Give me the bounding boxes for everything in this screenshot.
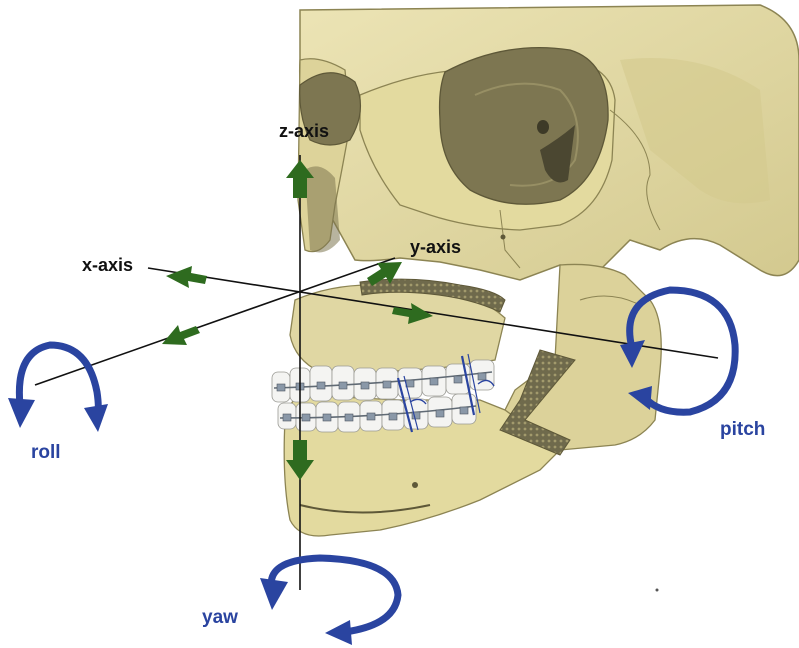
nasal-cavity	[305, 166, 340, 252]
roll-label: roll	[31, 442, 61, 463]
eye-socket-main	[440, 48, 609, 205]
y-axis-label: y-axis	[410, 237, 461, 257]
yaw-label: yaw	[202, 607, 238, 628]
yaw-rotation-icon	[260, 558, 398, 645]
green-arrow-icon	[162, 325, 200, 345]
skull-illustration	[272, 5, 799, 536]
x-axis-label: x-axis	[82, 255, 133, 275]
pitch-label: pitch	[720, 419, 765, 440]
green-arrow-icon	[166, 266, 207, 288]
z-axis-label: z-axis	[279, 121, 329, 141]
roll-rotation-icon	[8, 345, 108, 432]
